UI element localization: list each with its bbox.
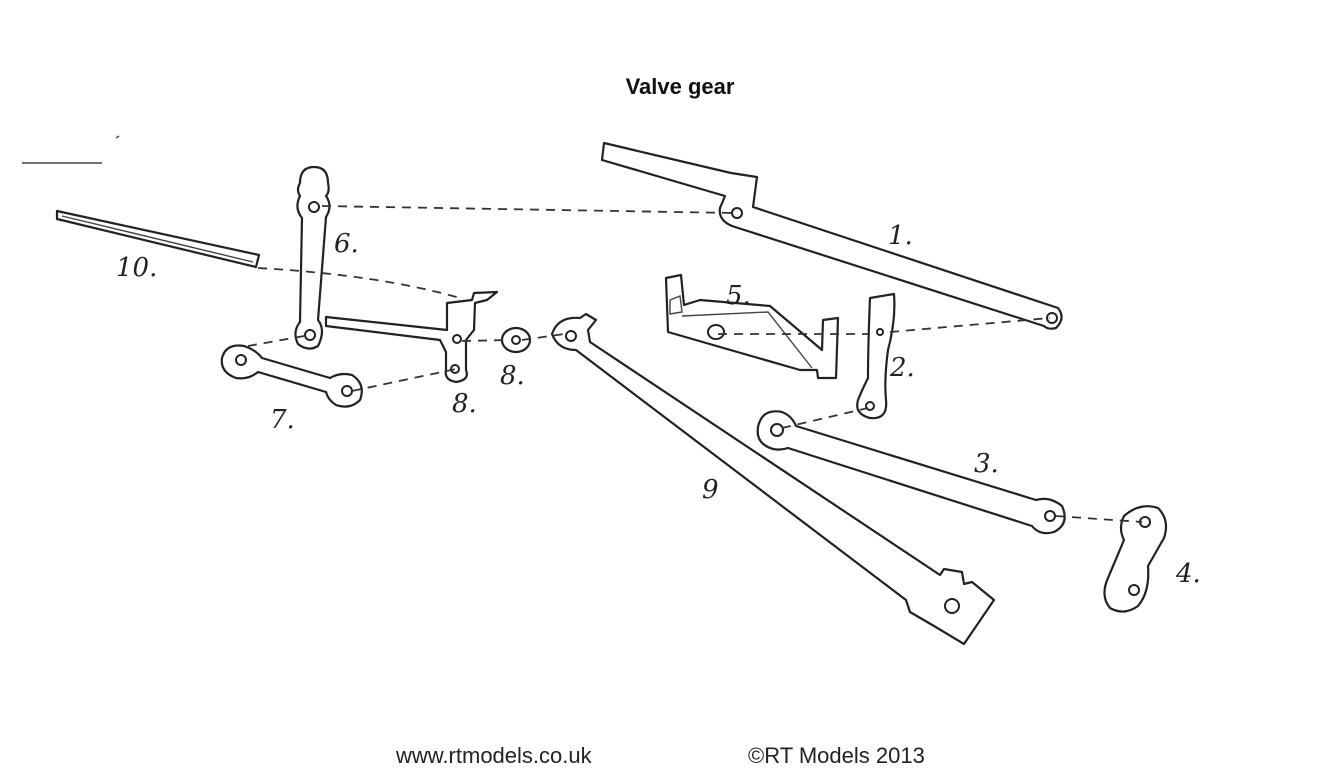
part-8-bracket [324, 290, 499, 384]
label-part-8-washer: 8. [500, 361, 525, 391]
stray-mark [115, 135, 120, 139]
part-5-bracket [664, 273, 840, 380]
copyright-text: ©RT Models 2013 [748, 743, 925, 768]
part-10-bar [55, 209, 261, 269]
label-part-6: 6. [334, 229, 359, 259]
label-part-7: 7. [270, 405, 295, 435]
part-4-crank [1103, 505, 1168, 613]
part-2-lever [856, 292, 896, 420]
label-part-8-bracket: 8. [452, 389, 477, 419]
website-text: www.rtmodels.co.uk [396, 743, 592, 768]
label-part-5: 5. [726, 281, 751, 311]
diagram-title: Valve gear [625, 74, 735, 99]
part-6-link [294, 165, 331, 350]
label-part-1: 1. [888, 221, 913, 251]
part-3-link [756, 410, 1066, 535]
label-part-4: 4. [1175, 559, 1201, 589]
assembly-lines [247, 205, 1143, 523]
part-1-lever [600, 141, 1063, 330]
label-part-9: 9 [702, 475, 719, 505]
label-part-2: 2. [889, 353, 915, 383]
part-9-rod [550, 312, 996, 646]
label-part-10: 10. [116, 253, 157, 283]
part-7-link [220, 344, 363, 408]
label-part-3: 3. [974, 449, 999, 479]
